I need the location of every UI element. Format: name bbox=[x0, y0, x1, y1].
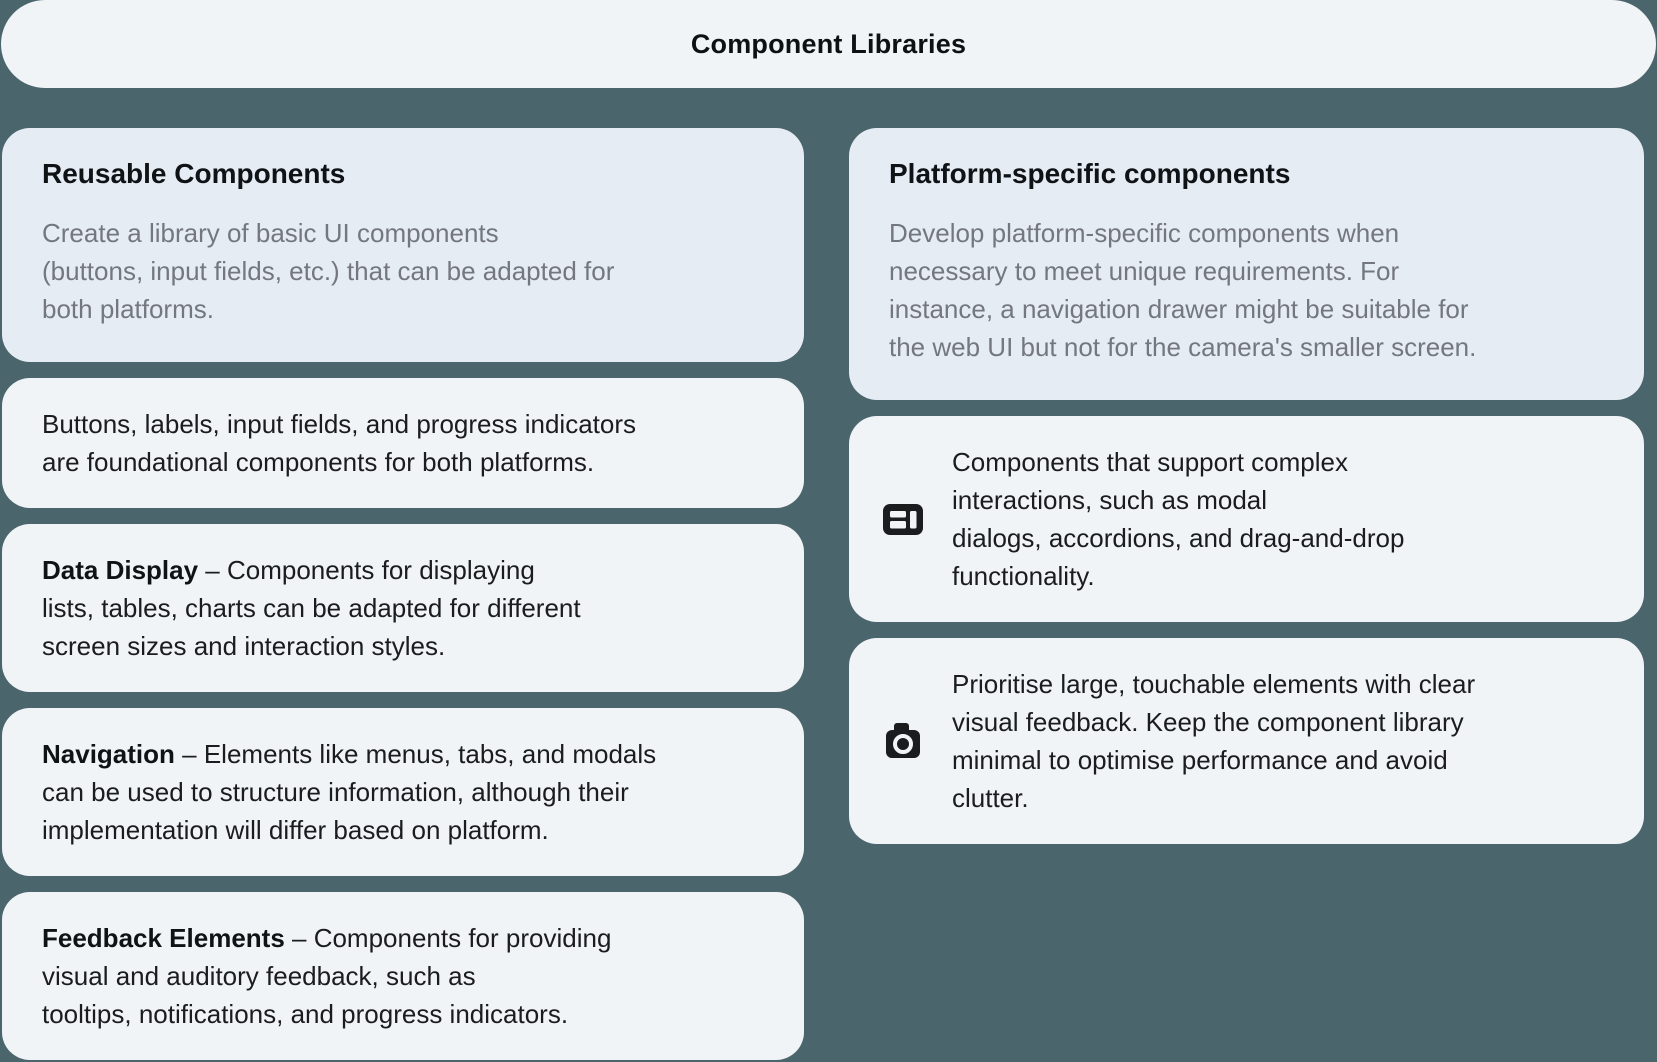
reusable-components-header-card[interactable]: Reusable Components Create a library of … bbox=[2, 128, 804, 362]
page-title-banner: Component Libraries bbox=[1, 0, 1656, 88]
card-body: Buttons, labels, input fields, and progr… bbox=[42, 409, 637, 477]
platform-specific-title: Platform-specific components bbox=[889, 158, 1291, 189]
card-text: Navigation – Elements like menus, tabs, … bbox=[42, 735, 764, 849]
content-columns: Reusable Components Create a library of … bbox=[0, 88, 1657, 1060]
complex-interactions-card[interactable]: Components that support complex interact… bbox=[849, 416, 1644, 622]
card-lead: Navigation bbox=[42, 739, 175, 769]
card-lead: Data Display bbox=[42, 555, 199, 585]
platform-specific-header-card[interactable]: Platform-specific components Develop pla… bbox=[849, 128, 1644, 400]
reusable-components-description: Create a library of basic UI components … bbox=[42, 218, 615, 324]
card-body: – Elements like menus, tabs, and modals … bbox=[42, 739, 657, 845]
card-body: – Components for displaying lists, table… bbox=[42, 555, 581, 661]
card-text: Data Display – Components for displaying… bbox=[42, 551, 764, 665]
page-title: Component Libraries bbox=[690, 28, 967, 59]
feedback-elements-card[interactable]: Feedback Elements – Components for provi… bbox=[2, 892, 804, 1060]
card-body: Components that support complex interact… bbox=[952, 447, 1405, 591]
data-display-card[interactable]: Data Display – Components for displaying… bbox=[2, 524, 804, 692]
foundational-components-card[interactable]: Buttons, labels, input fields, and progr… bbox=[2, 378, 804, 508]
touchable-elements-card[interactable]: Prioritise large, touchable elements wit… bbox=[849, 638, 1644, 844]
web-layout-icon bbox=[883, 503, 923, 535]
camera-icon bbox=[883, 722, 923, 760]
card-text: Buttons, labels, input fields, and progr… bbox=[42, 405, 764, 481]
card-body: Prioritise large, touchable elements wit… bbox=[952, 669, 1476, 813]
platform-specific-description: Develop platform-specific components whe… bbox=[889, 218, 1477, 362]
navigation-card[interactable]: Navigation – Elements like menus, tabs, … bbox=[2, 708, 804, 876]
card-body: – Components for providing visual and au… bbox=[42, 923, 612, 1029]
left-column: Reusable Components Create a library of … bbox=[2, 128, 804, 1060]
reusable-components-title: Reusable Components bbox=[42, 158, 346, 189]
card-lead: Feedback Elements bbox=[42, 923, 285, 953]
right-column: Platform-specific components Develop pla… bbox=[849, 128, 1644, 844]
card-text: Feedback Elements – Components for provi… bbox=[42, 919, 764, 1033]
